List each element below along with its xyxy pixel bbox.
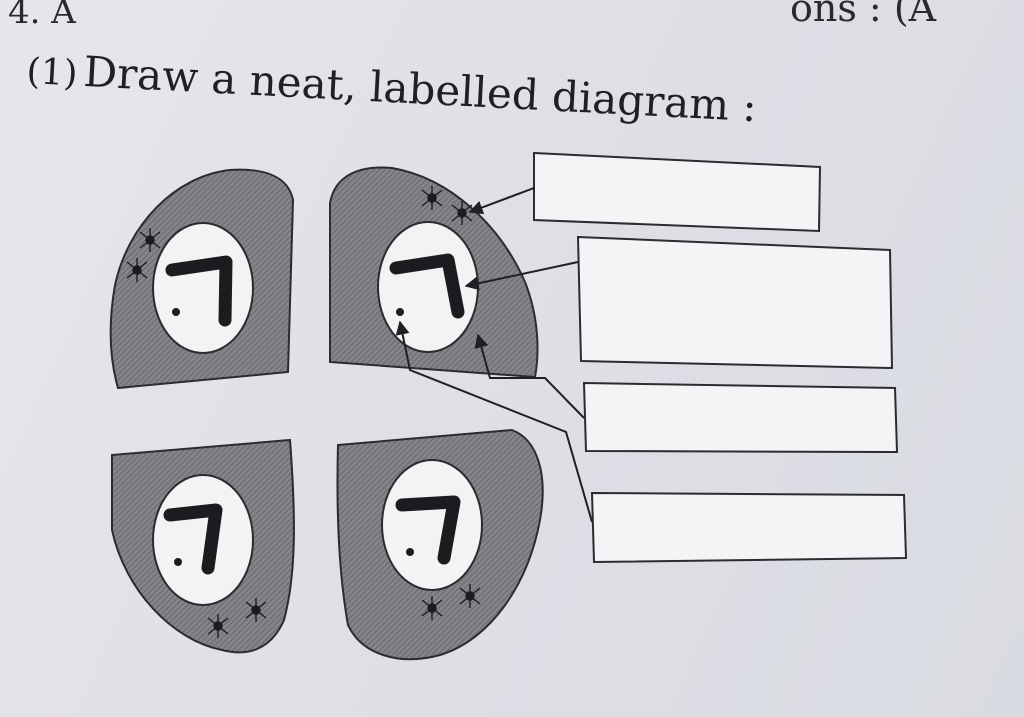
cropped-heading-right: ons : (A <box>790 0 937 30</box>
pointer-centriole <box>468 187 535 215</box>
cell-bottom-right-nucleolus <box>406 548 414 556</box>
label-box-3[interactable] <box>582 381 899 454</box>
cell-bottom-left-centriole <box>207 598 267 638</box>
cell-top-left-nucleolus <box>172 308 180 316</box>
cell-bottom-left-nucleus <box>152 474 254 606</box>
cell-top-right-centriole <box>421 186 473 225</box>
cell-bottom-right-chromosome <box>395 495 461 565</box>
cell-bottom-right <box>336 428 544 661</box>
cell-top-left-chromosome <box>165 255 233 327</box>
cell-top-right <box>329 166 539 379</box>
cell-top-left-centriole <box>126 228 161 282</box>
pointer-chromosome <box>464 261 579 291</box>
label-boxes <box>533 151 908 564</box>
cell-top-right-nucleus <box>377 221 479 353</box>
cell-bottom-left-nucleolus <box>174 558 182 566</box>
cell-bottom-right-nucleus <box>381 459 483 591</box>
cell-bottom-right-centriole <box>421 584 481 620</box>
pointer-lines <box>395 187 593 523</box>
cell-top-right-nucleolus <box>396 308 404 316</box>
cell-bottom-left <box>111 438 295 654</box>
pointer-nucleus-membrane <box>474 333 585 419</box>
cell-bottom-left-chromosome <box>163 503 223 575</box>
cell-top-right-chromosome <box>389 253 465 319</box>
label-box-1[interactable] <box>533 151 822 233</box>
cell-top-left-nucleus <box>152 222 254 354</box>
pointer-nucleolus <box>395 320 593 523</box>
cropped-heading-left: 4. A <box>8 0 76 32</box>
cell-top-left <box>109 168 295 390</box>
label-box-4[interactable] <box>590 491 908 564</box>
label-box-2[interactable] <box>576 235 894 370</box>
